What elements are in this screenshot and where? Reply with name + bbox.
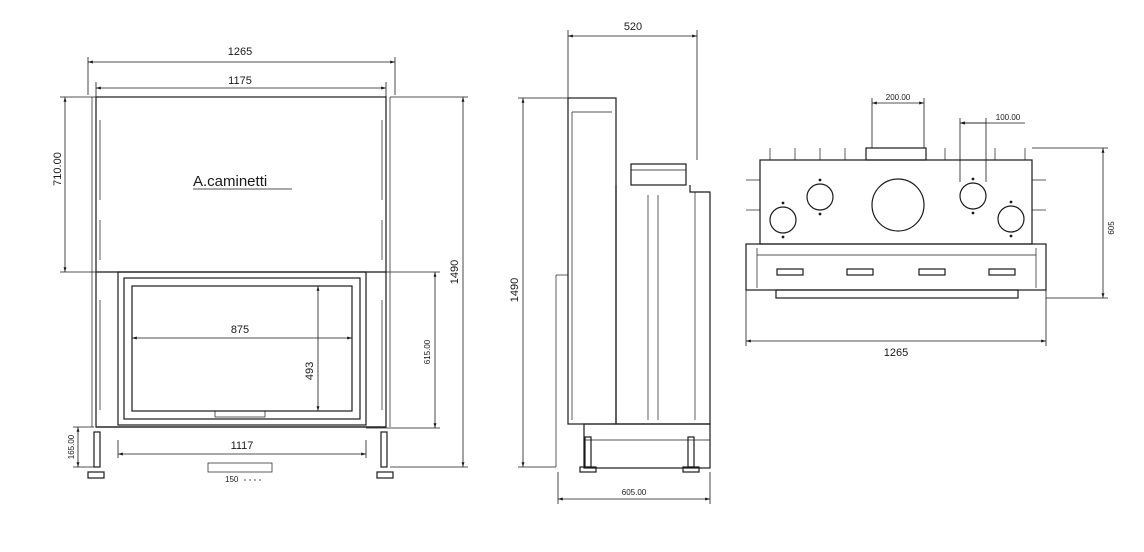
- dim-label: 1490: [509, 278, 521, 302]
- dim-label: 605: [1107, 221, 1116, 235]
- flue-outlet-circle: [871, 178, 925, 232]
- top-view: 200.00 100.00 605 1265: [745, 93, 1116, 359]
- brand-logo: A.caminetti: [193, 173, 267, 190]
- dim-label: 165.00: [67, 434, 76, 459]
- side-body: [615, 185, 711, 425]
- dim-side-depth: 520: [567, 21, 698, 160]
- dim-front-inner-width: 1175: [95, 75, 387, 97]
- front-body-outline: [95, 96, 387, 428]
- dim-label: 1265: [228, 46, 252, 58]
- glass-panel: [131, 285, 353, 412]
- dim-label: 605.00: [622, 488, 647, 497]
- dim-label: 200.00: [886, 93, 911, 102]
- door-frame: [117, 271, 367, 426]
- dim-label: 1490: [449, 260, 461, 284]
- dim-glass-width: 875: [132, 324, 352, 340]
- side-feet: [579, 436, 700, 473]
- side-flue-collar: [630, 163, 687, 186]
- top-flue-collar: [865, 147, 927, 161]
- dim-foot-height: 165.00: [67, 426, 94, 468]
- dim-label: 520: [624, 21, 642, 33]
- dim-label: 1175: [228, 75, 252, 87]
- dim-air-inlet: 150: [225, 475, 262, 484]
- dim-label: 1265: [884, 347, 908, 359]
- dim-front-overall-width: 1265: [87, 46, 396, 95]
- dim-top-flue: 200.00: [871, 93, 925, 148]
- dim-door-height: 615.00: [366, 271, 440, 429]
- dim-label: 875: [231, 324, 249, 336]
- air-duct-circle-3: [959, 182, 987, 210]
- dim-side-total-height: 1490: [509, 97, 568, 468]
- dim-top-duct: 100.00: [959, 113, 1025, 182]
- side-hood: [567, 97, 617, 425]
- dim-front-total-height: 1490: [390, 96, 468, 468]
- front-side-tabs: [99, 120, 383, 410]
- top-vent-slots: [776, 268, 1016, 276]
- duct-markers: [781, 177, 1013, 239]
- dim-glass-height: 493: [304, 286, 320, 411]
- dim-base-width: 1117: [117, 440, 367, 458]
- side-base: [583, 423, 711, 469]
- dim-side-base-depth: 605.00: [557, 472, 711, 504]
- dim-label: 710.00: [52, 152, 64, 186]
- side-view: 520 1490 605.00: [509, 21, 711, 504]
- front-view: A.caminetti 1265 1175 710.00 1490: [52, 46, 468, 484]
- dim-label: 100.00: [996, 113, 1021, 122]
- door-handle: [214, 410, 266, 418]
- dim-label: 150: [225, 475, 239, 484]
- dim-label: 615.00: [423, 339, 432, 364]
- dim-top-width: 1265: [745, 290, 1047, 359]
- air-duct-circle-4: [997, 205, 1025, 233]
- front-feet: [87, 431, 394, 479]
- dim-label: 1117: [231, 440, 254, 452]
- air-duct-circle-1: [769, 206, 797, 234]
- door-inner-frame: [123, 277, 361, 420]
- top-side-tabs: [746, 179, 1046, 211]
- top-door-lip: [775, 289, 1019, 299]
- dim-front-upper-height: 710.00: [52, 96, 96, 273]
- top-front-frame: [745, 243, 1047, 291]
- top-edge-tabs: [769, 148, 1026, 160]
- air-inlet-grille: [207, 462, 273, 473]
- dim-top-depth: 605: [1032, 147, 1116, 299]
- air-duct-circle-2: [806, 183, 834, 211]
- dim-label: 493: [304, 362, 316, 380]
